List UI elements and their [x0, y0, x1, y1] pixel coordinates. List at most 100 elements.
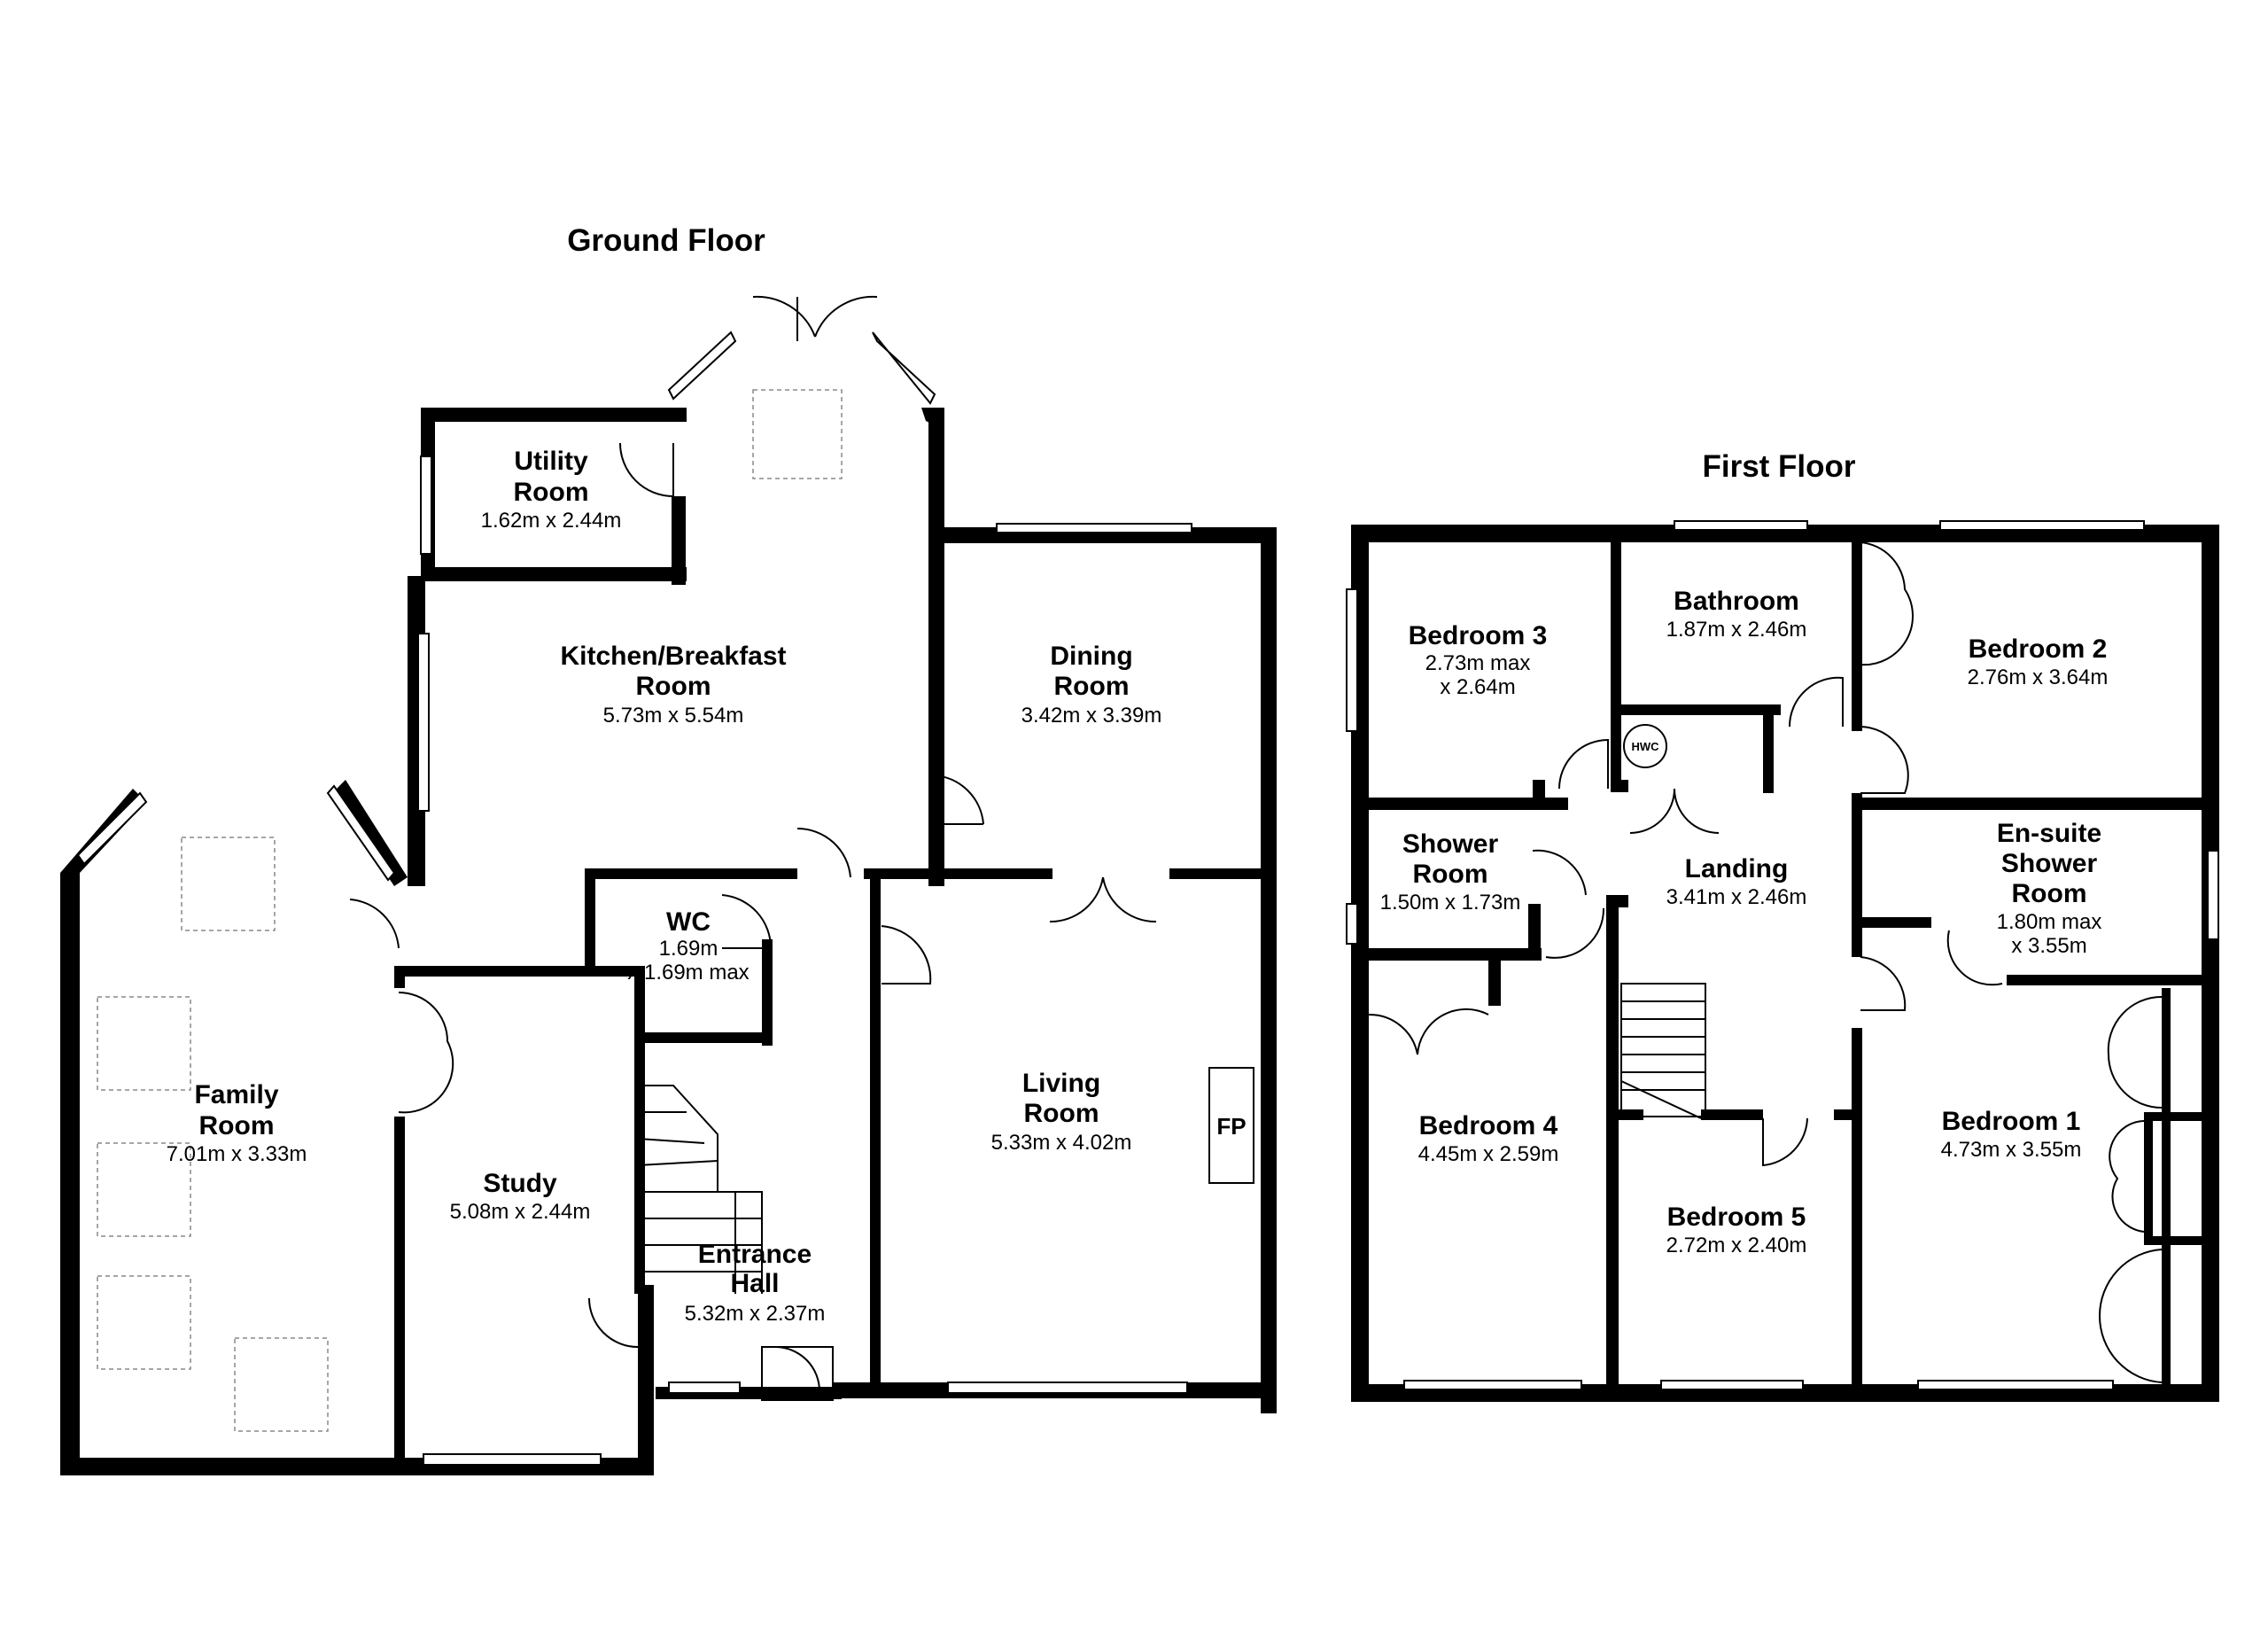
- wardrobe-divider-2: [2144, 1236, 2206, 1245]
- shower-name-1: Shower: [1402, 829, 1499, 859]
- bed1-name: Bedroom 1: [1942, 1107, 2081, 1136]
- wardrobe-divider-1: [2144, 1112, 2206, 1121]
- ensuite-left-wall: [1852, 798, 1862, 957]
- wardrobe-divider-mid: [2144, 1112, 2153, 1245]
- study-door: [588, 1297, 639, 1348]
- staircase: [637, 1085, 763, 1294]
- fireplace-box: [1208, 1067, 1254, 1184]
- bed2-window: [1939, 520, 2145, 531]
- living-name-1: Living: [1022, 1069, 1100, 1098]
- utility-bottom-wall: [421, 567, 687, 581]
- hall-dim: 5.32m x 2.37m: [685, 1302, 826, 1326]
- bed1-dim: 4.73m x 3.55m: [1941, 1138, 2082, 1162]
- family-rooflight-1: [181, 837, 276, 931]
- first-floor-plan: [1346, 520, 2219, 1402]
- ff-east-wall: [2202, 525, 2219, 1402]
- wardrobe-back: [2162, 988, 2171, 1387]
- bed3-bottom-wall: [1364, 798, 1568, 810]
- kitchen-name-1: Kitchen/Breakfast: [560, 642, 786, 671]
- fireplace-label: FP: [1216, 1113, 1246, 1140]
- bed2-door: [1860, 726, 1909, 794]
- bath-name: Bathroom: [1674, 587, 1799, 616]
- landing-dim: 3.41m x 2.46m: [1666, 885, 1807, 909]
- hall-left-lower-wall: [638, 1285, 654, 1475]
- bath-bottom-wall: [1612, 704, 1781, 715]
- shower-door: [1532, 849, 1587, 896]
- bath-door: [1788, 676, 1844, 728]
- bed4-wardrobe-doors: [1368, 1008, 1489, 1055]
- bed3-bath-wall: [1611, 542, 1621, 790]
- ff-west-wall: [1351, 525, 1369, 1402]
- utility-name-1: Utility: [514, 447, 588, 476]
- wc-left-wall: [585, 868, 595, 966]
- ensuite-dim-1: 1.80m max: [1997, 910, 2102, 934]
- hwc-cylinder: [1623, 724, 1667, 768]
- kitchen-right-wall: [928, 408, 944, 886]
- hwc-label: HWC: [1631, 740, 1659, 753]
- kitchen-dim: 5.73m x 5.54m: [603, 704, 744, 728]
- ensuite-name-3: Room: [2012, 879, 2087, 908]
- family-rooflight-3: [97, 1142, 191, 1237]
- front-door-frame: [761, 1346, 834, 1401]
- landing-stub: [1606, 895, 1628, 907]
- bed4-door: [1545, 907, 1605, 959]
- hwc-right-wall: [1763, 704, 1774, 793]
- family-rooflight-2: [97, 996, 191, 1091]
- family-bay-window-right: [326, 784, 396, 882]
- dining-bottom-wall: [928, 868, 1052, 879]
- kitchen-south-wall: [585, 868, 797, 879]
- kitchen-rooflight: [752, 389, 843, 479]
- living-name-2: Room: [1024, 1099, 1099, 1128]
- living-double-door: [1049, 876, 1157, 923]
- bed3-door: [1558, 738, 1609, 790]
- wc-door: [721, 894, 773, 949]
- bed3-dim-2: x 2.64m: [1440, 675, 1515, 699]
- bed1-left-wall: [1852, 1028, 1862, 1391]
- dining-name-2: Room: [1054, 672, 1130, 701]
- ensuite-door: [1946, 930, 2003, 986]
- dining-name-1: Dining: [1050, 642, 1132, 671]
- wardrobe-door-3: [2098, 1249, 2163, 1383]
- kitchen-bay-corner: [921, 408, 939, 425]
- bed3-bottom-stub: [1533, 780, 1545, 806]
- bed5-door: [1762, 1117, 1808, 1167]
- dining-window: [996, 523, 1192, 533]
- utility-right-wall: [672, 496, 686, 585]
- bed3-dim-1: 2.73m max: [1425, 651, 1531, 675]
- ensuite-bottom-wall: [2007, 975, 2206, 985]
- family-left-wall: [60, 873, 80, 1475]
- wardrobe-door-2: [2109, 1120, 2145, 1233]
- bed1-door: [1860, 956, 1907, 1011]
- bed2-bottom-wall: [1856, 798, 2210, 810]
- shower-window: [1346, 903, 1358, 945]
- dining-dim: 3.42m x 3.39m: [1021, 704, 1162, 728]
- bed2-wall-stub: [1852, 669, 1862, 731]
- bed5-dim: 2.72m x 2.40m: [1666, 1234, 1807, 1257]
- kitchen-name-2: Room: [636, 672, 711, 701]
- family-bay-window-left: [76, 791, 148, 866]
- family-bay-right-wall: [332, 780, 408, 886]
- bed4-dim: 4.45m x 2.59m: [1418, 1142, 1559, 1166]
- ensuite-name-2: Shower: [2001, 849, 2098, 878]
- family-door: [349, 899, 400, 949]
- ground-floor-title: Ground Floor: [567, 223, 765, 258]
- bed1-window: [1917, 1380, 2114, 1390]
- family-dim: 7.01m x 3.33m: [167, 1142, 307, 1166]
- family-name-2: Room: [199, 1111, 275, 1140]
- wc-right-wall: [762, 939, 773, 1046]
- hall-name-1: Entrance: [698, 1240, 812, 1269]
- bed2-dim: 2.76m x 3.64m: [1968, 665, 2109, 689]
- hall-name-2: Hall: [730, 1269, 779, 1298]
- study-window: [423, 1453, 602, 1466]
- shower-right-wall: [1528, 904, 1541, 957]
- shower-dim: 1.50m x 1.73m: [1380, 891, 1521, 915]
- study-hall-wall: [634, 966, 645, 1294]
- hall-kitchen-door: [796, 827, 851, 878]
- wc-dim-2: x 1.69m max: [627, 961, 749, 985]
- hwc-doors: [1629, 788, 1720, 834]
- landing-name: Landing: [1685, 854, 1789, 883]
- wc-bottom-wall: [638, 1032, 773, 1043]
- shower-bottom-wall: [1364, 948, 1542, 961]
- wardrobe-door-1: [2107, 995, 2163, 1109]
- bed5-top-wall-right: [1834, 1109, 1860, 1120]
